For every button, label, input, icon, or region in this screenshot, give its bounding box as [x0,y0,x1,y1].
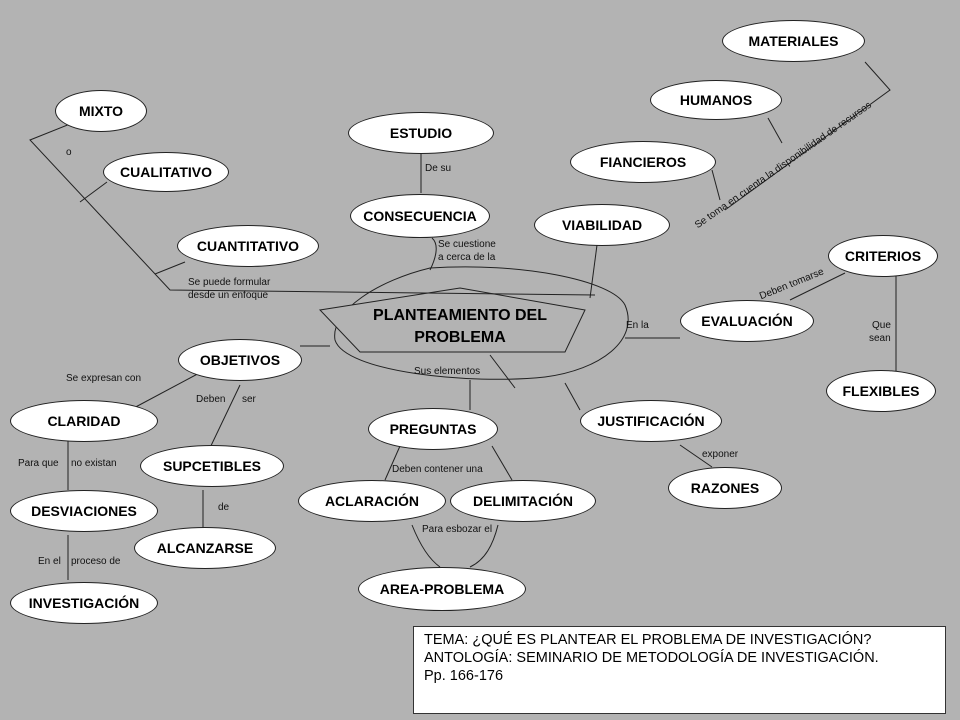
node-flexibles: FLEXIBLES [826,370,936,412]
node-criterios: CRITERIOS [828,235,938,277]
label-deben: Deben [196,394,226,405]
label-o: o [66,147,72,158]
label-en-la: En la [626,320,649,331]
node-materiales: MATERIALES [722,20,865,62]
connector-center-preguntas-2 [489,354,516,389]
node-claridad: CLARIDAD [10,400,158,442]
central-pentagon [318,287,586,353]
node-supcetibles: SUPCETIBLES [140,445,284,487]
connector-aclaracion-area [411,524,441,568]
connector-delimitacion-area [469,524,499,568]
connector-recursos [724,61,891,211]
label-proceso-de: proceso de [71,556,121,567]
citation-pages: Pp. 166-176 [424,668,504,684]
connector-center-justificacion [564,382,581,411]
central-topic: PLANTEAMIENTO DEL PROBLEMA [345,305,575,349]
label-deben-contener: Deben contener una [392,464,483,475]
node-preguntas: PREGUNTAS [368,408,498,450]
node-alcanzarse: ALCANZARSE [134,527,276,569]
citation-antologia: ANTOLOGÍA: SEMINARIO DE METODOLOGÍA DE I… [424,650,879,666]
node-consecuencia: CONSECUENCIA [350,194,490,238]
node-justificacion: JUSTIFICACIÓN [580,400,722,442]
node-mixto: MIXTO [55,90,147,132]
connector-humanos [767,117,783,144]
label-no-existan: no existan [71,458,117,469]
node-desviaciones: DESVIACIONES [10,490,158,532]
label-que-sean-2: sean [869,333,891,344]
label-en-el: En el [38,556,61,567]
label-de-su: De su [425,163,452,174]
connector-viabilidad-center [589,244,598,299]
central-topic-line2: PROBLEMA [414,329,506,346]
connector-fiancieros [711,169,721,201]
node-investigacion: INVESTIGACIÓN [10,582,158,624]
label-para-esbozar: Para esbozar el [422,524,493,535]
label-ser: ser [242,394,256,405]
node-humanos: HUMANOS [650,80,782,120]
node-fiancieros: FIANCIEROS [570,141,716,183]
node-cuantitativo: CUANTITATIVO [177,225,319,267]
connector-mixto-center [29,119,596,296]
citation-box: TEMA: ¿QUÉ ES PLANTEAR EL PROBLEMA DE IN… [413,626,946,714]
node-viabilidad: VIABILIDAD [534,204,670,246]
label-sus-elementos: Sus elementos [414,366,481,377]
node-estudio: ESTUDIO [348,112,494,154]
label-de: de [218,502,230,513]
node-objetivos: OBJETIVOS [178,339,302,381]
connector-preguntas-delimitacion [491,445,513,481]
connector-justificacion-razones [679,444,713,468]
connector-evaluacion-criterios [789,272,846,301]
node-cualitativo: CUALITATIVO [103,152,229,192]
label-se-cuestione-2: a cerca de la [438,252,496,263]
node-aclaracion: ACLARACIÓN [298,480,446,522]
connector-preguntas-aclaracion [384,445,401,481]
node-evaluacion: EVALUACIÓN [680,300,814,342]
central-topic-line1: PLANTEAMIENTO DEL [373,307,547,324]
label-se-puede-2: desde un enfoque [188,290,269,301]
label-para-que: Para que [18,458,59,469]
connector-cuantitativo [154,261,186,275]
connector-cualitativo [79,181,108,203]
label-se-expresan: Se expresan con [66,373,142,384]
node-razones: RAZONES [668,467,782,509]
connector-objetivos-claridad [129,369,206,411]
label-se-cuestione-1: Se cuestione [438,239,496,250]
label-se-puede-1: Se puede formular [188,277,271,288]
connector-objetivos-supcetibles [207,384,241,453]
node-delimitacion: DELIMITACIÓN [450,480,596,522]
label-que-sean-1: Que [872,320,891,331]
connector-consecuencia-center [429,237,437,271]
node-area-problema: AREA-PROBLEMA [358,567,526,611]
label-exponer: exponer [702,449,739,460]
citation-tema: TEMA: ¿QUÉ ES PLANTEAR EL PROBLEMA DE IN… [424,632,872,648]
